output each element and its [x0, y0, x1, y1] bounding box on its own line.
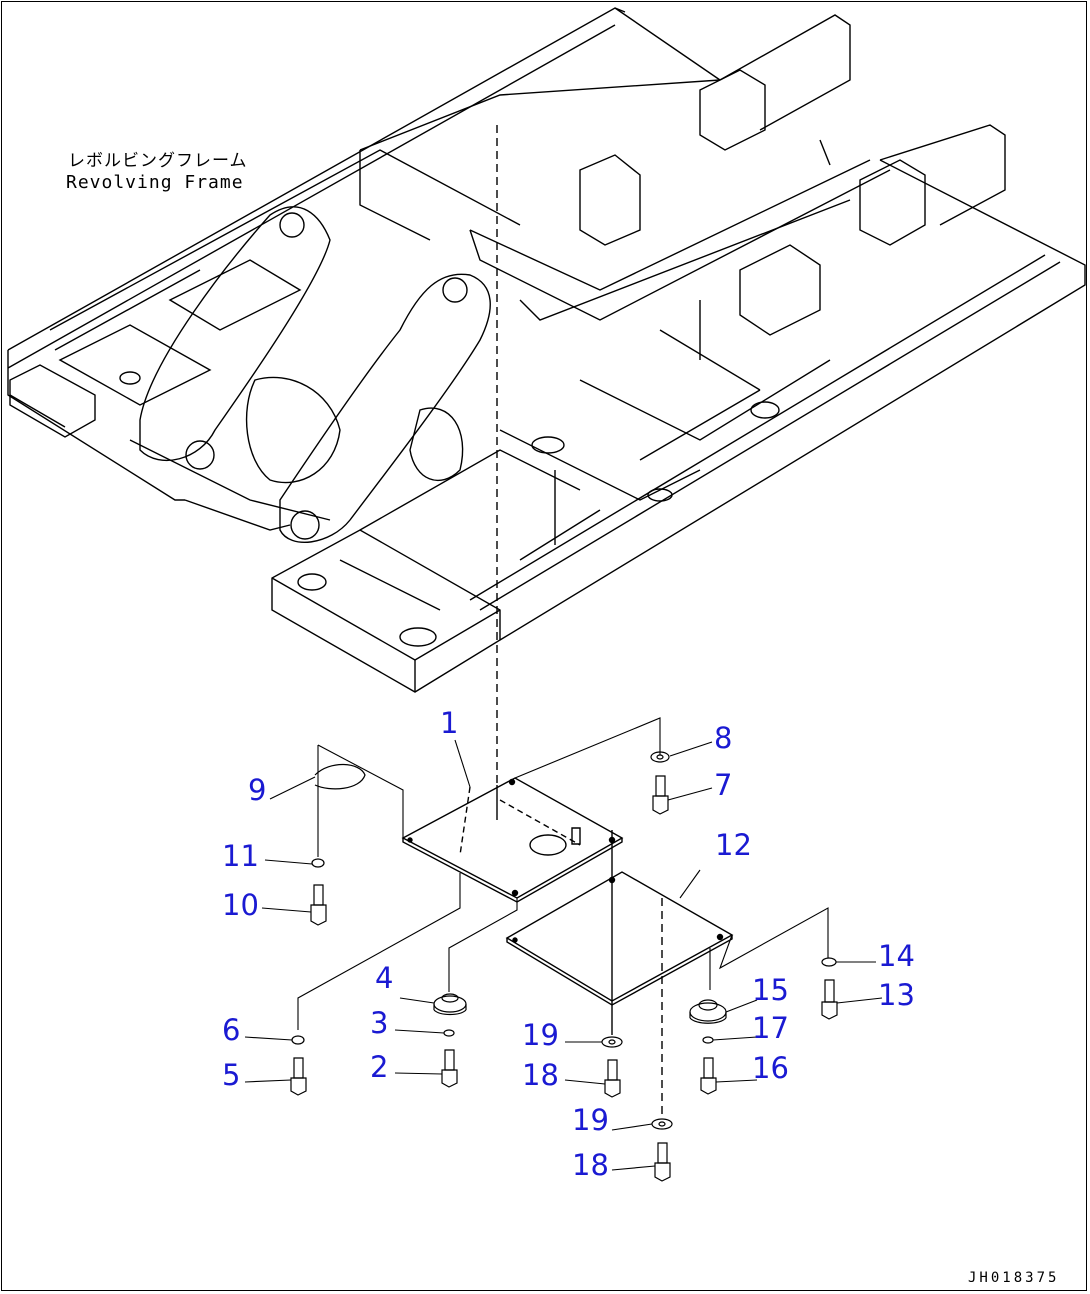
washer-3	[444, 1030, 454, 1036]
cushion-4	[434, 994, 466, 1015]
callout-numbers: 1 2 3 4 5 6 7 8 9 10 11 12 13 14 15 16 1…	[222, 706, 915, 1182]
bolt-7	[653, 776, 668, 814]
callout-13: 13	[878, 978, 915, 1012]
cover-plate-1	[403, 778, 622, 902]
washer-11	[312, 859, 324, 867]
callout-9: 9	[248, 773, 266, 807]
bolt-5	[291, 1058, 306, 1095]
cap-9	[315, 764, 365, 788]
callout-19a: 19	[522, 1018, 559, 1052]
callout-19b: 19	[572, 1103, 609, 1137]
cover-plate-12	[507, 872, 732, 1005]
frame-label-english: Revolving Frame	[66, 172, 244, 193]
drawing-code: JH018375	[968, 1270, 1060, 1286]
callout-8: 8	[714, 721, 732, 755]
bolt-18a	[605, 1060, 620, 1097]
callout-11: 11	[222, 839, 259, 873]
washer-8	[651, 752, 669, 762]
bolt-16	[701, 1058, 716, 1094]
hardware	[291, 752, 837, 1181]
washer-17	[703, 1037, 713, 1043]
callout-3: 3	[370, 1006, 388, 1040]
assembly-lines	[497, 125, 662, 1118]
callout-18a: 18	[522, 1058, 559, 1092]
callout-2: 2	[370, 1050, 388, 1084]
callout-16: 16	[752, 1051, 789, 1085]
bolt-2	[442, 1050, 457, 1087]
washer-6	[292, 1036, 304, 1044]
callout-1: 1	[440, 706, 458, 740]
bolt-18b	[655, 1143, 670, 1181]
callout-4: 4	[375, 961, 393, 995]
frame-label-japanese: レボルビングフレーム	[68, 151, 248, 171]
washer-14	[822, 958, 836, 966]
bolt-13	[822, 980, 837, 1019]
callout-12: 12	[715, 828, 752, 862]
callout-5: 5	[222, 1058, 240, 1092]
bolt-10	[311, 885, 326, 925]
callout-17: 17	[752, 1011, 789, 1045]
callout-14: 14	[878, 939, 915, 973]
callout-18b: 18	[572, 1148, 609, 1182]
callout-leaders	[245, 742, 882, 1170]
revolving-frame-drawing	[8, 8, 1085, 692]
washer-19a	[602, 1037, 622, 1047]
washer-19b	[652, 1119, 672, 1129]
callout-10: 10	[222, 888, 259, 922]
bracket-lines	[298, 718, 828, 1030]
callout-7: 7	[714, 768, 732, 802]
callout-15: 15	[752, 973, 789, 1007]
callout-6: 6	[222, 1013, 240, 1047]
cushion-15	[690, 1000, 726, 1023]
